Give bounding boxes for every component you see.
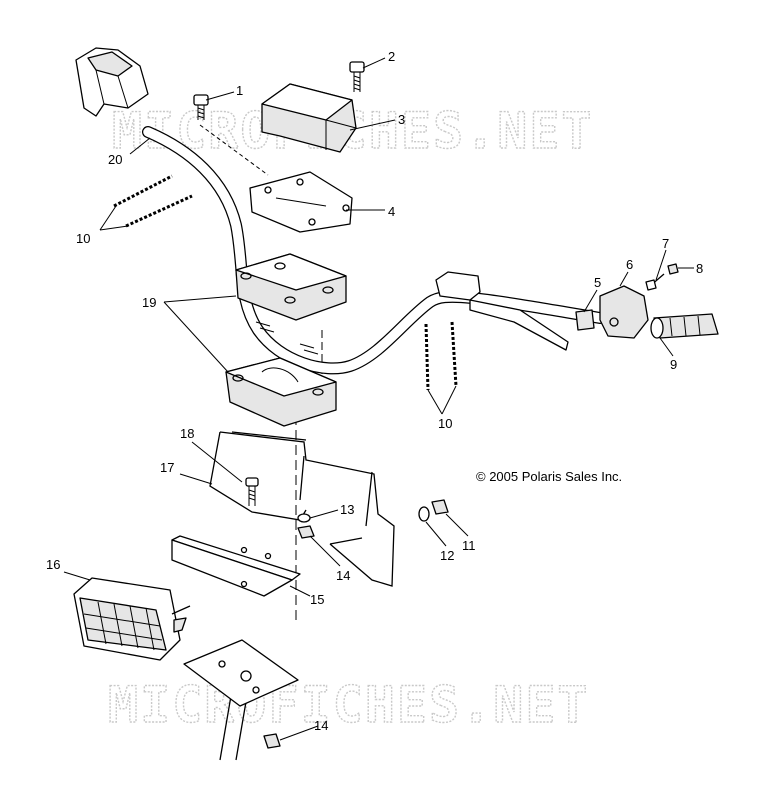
cable-ties-left: [113, 174, 193, 228]
callout-14-lower: 14: [314, 718, 328, 733]
headlight-16: [73, 577, 191, 661]
callout-5: 5: [594, 275, 601, 290]
callout-19: 19: [142, 295, 156, 310]
callout-8: 8: [696, 261, 703, 276]
bolt-2: [349, 61, 365, 92]
callout-10-right: 10: [438, 416, 452, 431]
lower-plate: [183, 639, 299, 707]
washer-13: [297, 513, 311, 523]
leader-lines: [63, 57, 694, 741]
callout-7: 7: [662, 236, 669, 251]
clamp-pad-3: [261, 83, 357, 153]
bolt-18: [245, 477, 259, 506]
callout-12: 12: [440, 548, 454, 563]
callout-20: 20: [108, 152, 122, 167]
callout-10-left: 10: [76, 231, 90, 246]
watermark-bottom: MICROFICHES.NET: [108, 676, 590, 734]
bolt-1: [193, 94, 209, 120]
callout-13: 13: [340, 502, 354, 517]
callout-4: 4: [388, 204, 395, 219]
callout-15: 15: [310, 592, 324, 607]
callout-16: 16: [46, 557, 60, 572]
grip-9: [650, 313, 719, 339]
callout-11: 11: [462, 538, 476, 553]
callout-18: 18: [180, 426, 194, 441]
brake-lever-assembly: [435, 271, 569, 351]
cable-ties-right: [424, 321, 458, 391]
rack-frame-17: [209, 431, 395, 587]
nut-11: [431, 499, 449, 515]
callout-9: 9: [670, 357, 677, 372]
handlebar: [142, 126, 606, 375]
screw-7: [645, 273, 665, 291]
clamp-upper-19: [235, 253, 347, 321]
nut-14-upper: [297, 525, 315, 539]
handlebar-cover: [75, 47, 149, 117]
bracket-15: [171, 535, 301, 597]
washer-12: [418, 506, 430, 522]
nut-8: [667, 263, 679, 275]
callout-6: 6: [626, 257, 633, 272]
nut-14-lower: [263, 733, 281, 749]
plate-4: [249, 171, 353, 233]
clamp-lower-19: [225, 357, 337, 427]
throttle-housing-6: [599, 285, 649, 339]
callout-1: 1: [236, 83, 243, 98]
spacer-5: [575, 309, 595, 331]
copyright-notice: © 2005 Polaris Sales Inc.: [476, 469, 622, 484]
callout-14-upper: 14: [336, 568, 350, 583]
callout-17: 17: [160, 460, 174, 475]
assembly-line-1: [199, 124, 269, 176]
callout-3: 3: [398, 112, 405, 127]
callout-2: 2: [388, 49, 395, 64]
